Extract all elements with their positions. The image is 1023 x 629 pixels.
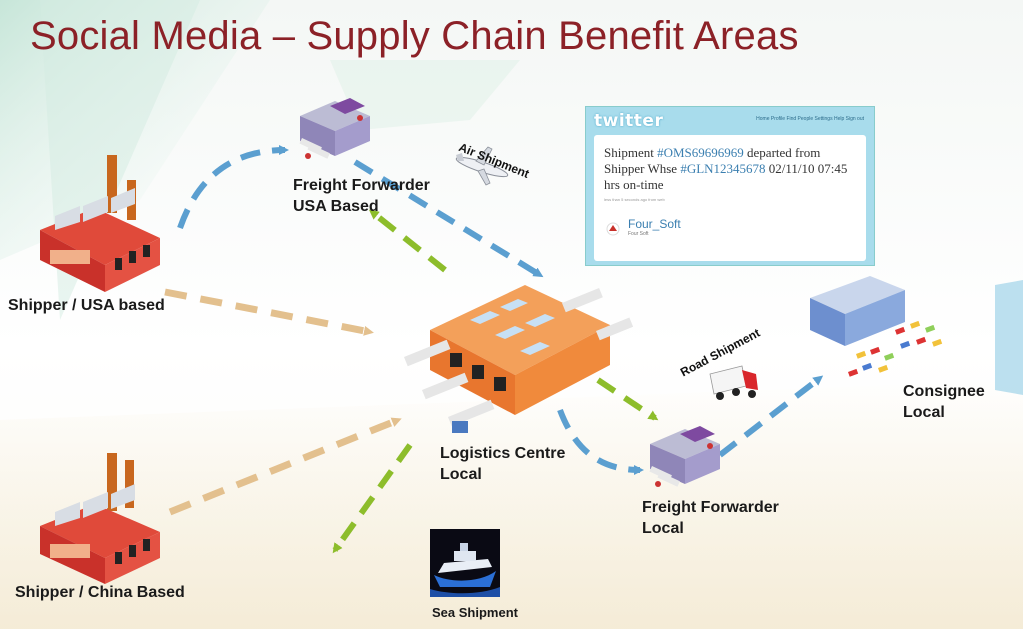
ff-local-label-line1: Freight Forwarder	[642, 499, 779, 516]
shipper-usa-label: Shipper / USA based	[8, 297, 165, 314]
sea-shipment-label: Sea Shipment	[432, 605, 518, 620]
four-soft-avatar-icon	[606, 222, 620, 236]
factory-icon	[40, 453, 160, 584]
ship-icon	[430, 543, 500, 597]
tweet-hashtag-oms: #OMS69696969	[657, 145, 744, 160]
consignee-building-icon	[810, 276, 943, 377]
arrow-shipper-usa-to-logistics	[164, 288, 374, 336]
tweet-user-sub: Four Soft	[628, 231, 649, 237]
truck-icon	[709, 365, 758, 400]
ff-local-label-line2: Local	[642, 520, 684, 537]
ff-usa-label-line2: USA Based	[293, 198, 379, 215]
warehouse-icon	[404, 285, 634, 433]
logistics-centre-label-line2: Local	[440, 466, 482, 483]
airplane-icon	[455, 146, 509, 186]
consignee-label-line1: Consignee	[903, 383, 985, 400]
arrow-logistics-to-ff-local	[557, 408, 644, 475]
arrow-ff-local-to-consignee	[718, 375, 824, 458]
tweet-text: Shipment #OMS69696969 departed from Ship…	[604, 145, 862, 193]
freight-forwarder-icon	[649, 426, 720, 487]
logistics-centre-label-line1: Logistics Centre	[440, 445, 566, 462]
shipper-china-label: Shipper / China Based	[15, 584, 185, 601]
freight-forwarder-icon	[299, 98, 370, 159]
arrow-logistics-to-sea	[332, 443, 413, 554]
factory-icon	[40, 155, 160, 292]
tweet-meta: less than 5 seconds ago from web	[604, 197, 665, 202]
twitter-logo: twitter	[594, 111, 664, 131]
twitter-nav: Home Profile Find People Settings Help S…	[756, 116, 864, 122]
arrow-shipper-usa-to-ff-usa	[177, 145, 289, 229]
tweet-card: Shipment #OMS69696969 departed from Ship…	[594, 135, 866, 261]
tweet-user: Four_Soft	[628, 217, 681, 231]
slide-title: Social Media – Supply Chain Benefit Area…	[30, 14, 799, 58]
arrow-logistics-to-ff-usa	[368, 209, 447, 273]
tweet-text-part: 02/11/10 07:45 hrs on-time	[604, 161, 848, 192]
twitter-panel: twitter Home Profile Find People Setting…	[585, 106, 875, 266]
tweet-text-part: departed from Shipper Whse	[604, 145, 821, 176]
ff-usa-label-line1: Freight Forwarder	[293, 177, 430, 194]
consignee-label-line2: Local	[903, 404, 945, 421]
tweet-text-part: Shipment	[604, 145, 658, 160]
arrow-ff-usa-to-logistics	[353, 159, 544, 278]
arrow-logistics-to-road	[596, 377, 659, 421]
tweet-hashtag-gln: #GLN12345678	[680, 161, 766, 176]
arrow-shipper-china-to-logistics	[168, 416, 402, 516]
sea-shipment-image	[430, 529, 500, 597]
